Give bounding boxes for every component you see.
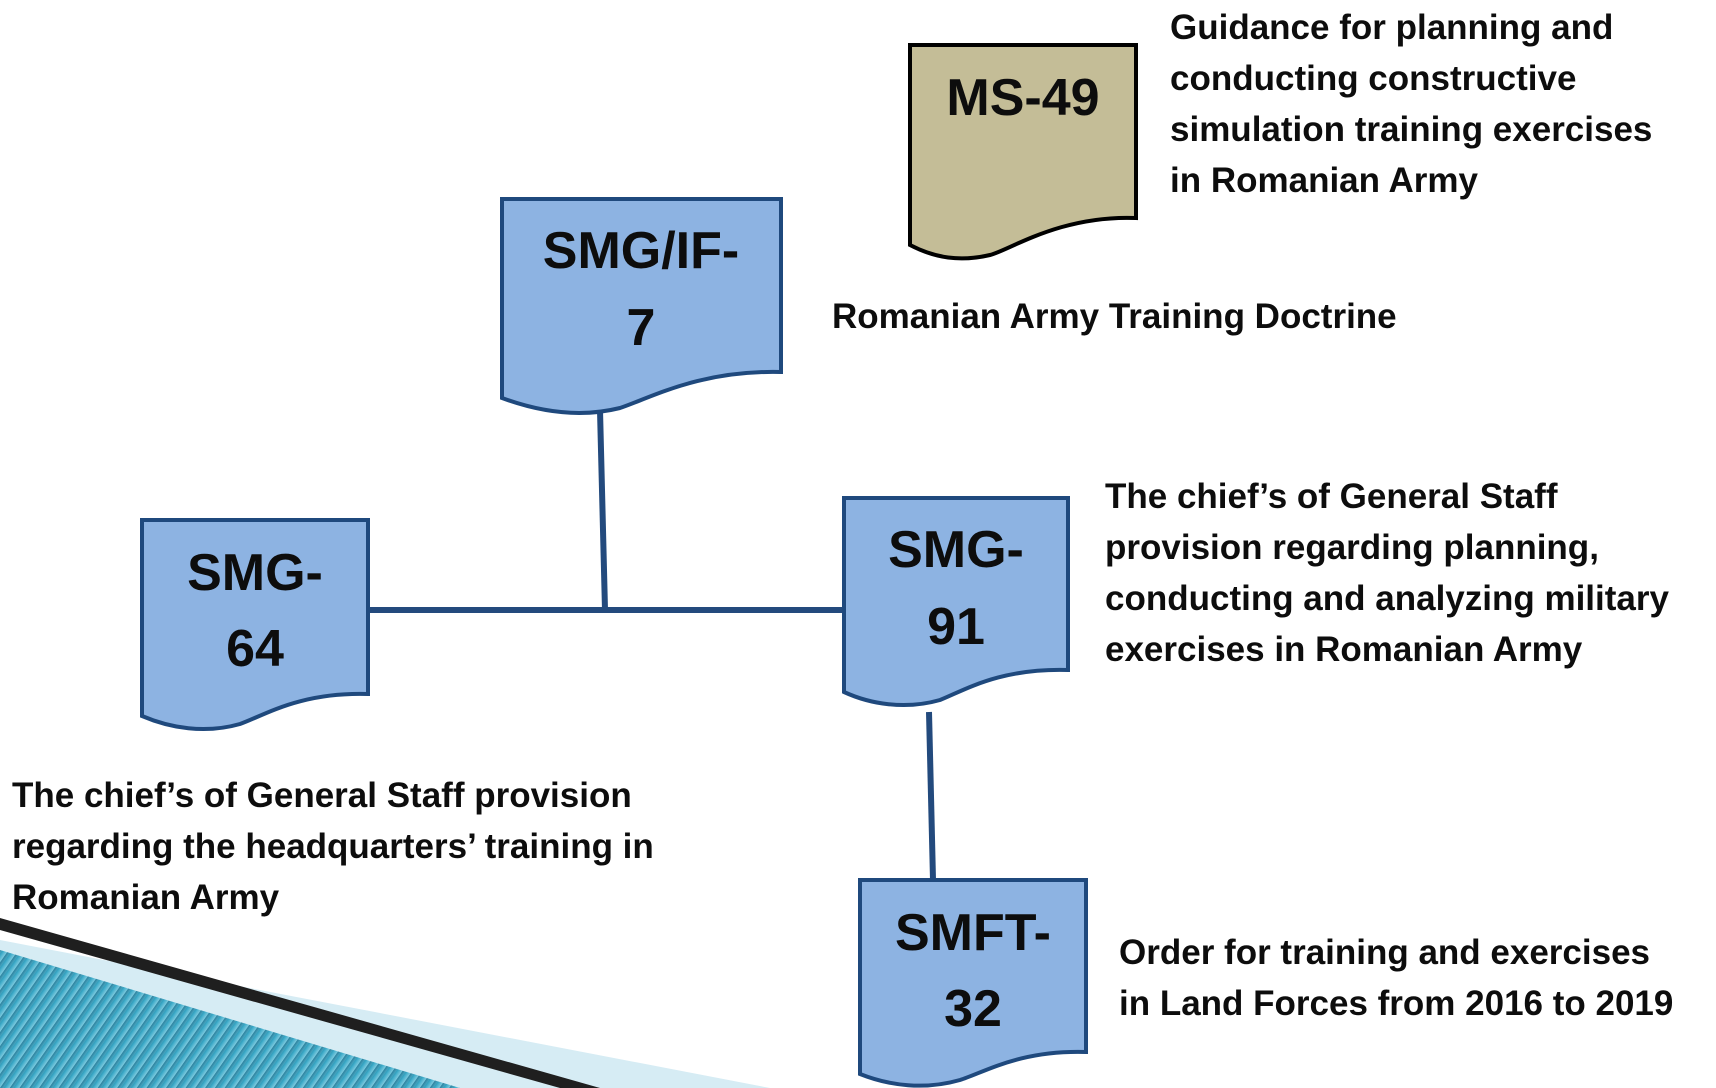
document-smft32: SMFT- 32 [858,878,1088,1088]
description-ms49-line: in Romanian Army [1170,161,1478,201]
document-smg91: SMG- 91 [842,496,1070,708]
connector-smgif7-to-junction [597,409,608,611]
description-smg91-line: provision regarding planning, [1105,528,1599,568]
document-code-smg64-line1: SMG- [187,544,323,602]
document-shape-smg64 [140,518,370,732]
ribbon-teal-band [0,950,460,1088]
description-smgif7-line: Romanian Army Training Doctrine [832,297,1397,336]
description-smg64: The chief’s of General Staff provision r… [12,770,654,923]
document-smg64: SMG- 64 [140,518,370,732]
document-shape-smgif7 [500,197,783,415]
description-smg64-line: The chief’s of General Staff provision [12,776,632,815]
description-smgif7: Romanian Army Training Doctrine [832,291,1397,342]
document-code-smgif7-line1: SMG/IF- [543,222,739,280]
document-shape-smg91 [842,496,1070,708]
document-ms49: MS-49 [908,43,1138,261]
decorative-ribbon [0,918,770,1088]
connector-lines [370,409,936,881]
document-smgif7: SMG/IF- 7 [500,197,783,415]
document-code-smg91-line2: 91 [927,598,985,656]
description-smg91: The chief’s of General Staff provision r… [1105,471,1669,675]
description-smg91-line: The chief’s of General Staff [1105,477,1558,516]
document-code-smft32-line1: SMFT- [895,904,1051,962]
document-code-smft32-line2: 32 [944,980,1002,1038]
description-smg64-line: regarding the headquarters’ training in [12,827,654,867]
ribbon-dark-stripe [0,918,600,1088]
description-smg64-line: Romanian Army [12,878,280,918]
document-code-ms49: MS-49 [946,69,1099,127]
document-shape-smft32 [858,878,1088,1088]
document-code-smg64-line2: 64 [226,620,284,678]
description-smft32: Order for training and exercises in Land… [1119,927,1673,1029]
description-smg91-line: exercises in Romanian Army [1105,630,1583,670]
document-code-smg91-line1: SMG- [888,521,1024,579]
description-ms49-line: simulation training exercises [1170,110,1653,150]
description-smg91-line: conducting and analyzing military [1105,579,1669,619]
description-smft32-line: in Land Forces from 2016 to 2019 [1119,984,1674,1024]
description-ms49-line: Guidance for planning and [1170,8,1614,47]
description-ms49-line: conducting constructive [1170,59,1577,99]
document-code-smgif7-line2: 7 [627,299,656,357]
document-shape-ms49 [908,43,1138,261]
description-smft32-line: Order for training and exercises [1119,933,1651,972]
description-ms49: Guidance for planning and conducting con… [1170,2,1652,206]
connector-smg91-to-smft32 [926,711,936,881]
